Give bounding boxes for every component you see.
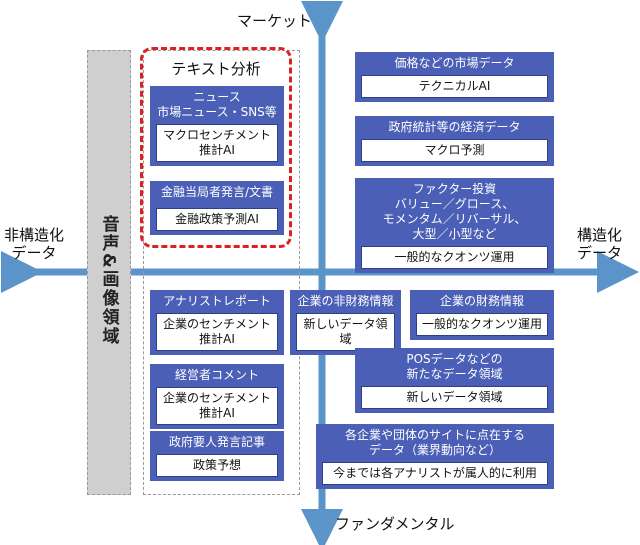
group-title: POSデータなどの 新たなデータ領域 xyxy=(406,352,503,381)
group-scattered-web-data: 各企業や団体のサイトに点在する データ（業界動向など） 今までは各アナリストが属… xyxy=(316,424,554,489)
group-title: 政府要人発言記事 xyxy=(168,435,265,449)
group-title: 企業の非財務情報 xyxy=(297,294,394,308)
text-analysis-highlight xyxy=(140,47,292,248)
audio-image-column xyxy=(87,50,131,495)
text-column xyxy=(143,50,300,495)
text-analysis-title: テキスト分析 xyxy=(171,60,261,78)
group-title: ファクター投資 バリュー／グロース、 モメンタム／リバーサル、 大型／小型など xyxy=(382,182,527,241)
group-title: 価格などの市場データ xyxy=(394,56,515,70)
axis-label-fundamental: ファンダメンタル xyxy=(335,515,455,533)
group-news: ニュース 市場ニュース・SNS等 マクロセンチメント 推計AI xyxy=(150,86,284,166)
group-title: 各企業や団体のサイトに点在する データ（業界動向など） xyxy=(344,428,525,457)
axis-label-structured: 構造化 データ xyxy=(577,226,623,262)
group-title: アナリストレポート xyxy=(163,294,271,308)
group-analyst-report: アナリストレポート 企業のセンチメント 推計AI xyxy=(150,290,284,355)
group-item: マクロ予測 xyxy=(361,139,548,162)
group-market-data: 価格などの市場データ テクニカルAI xyxy=(355,52,554,102)
audio-image-label: 音声&画像領域 xyxy=(98,214,119,346)
group-item: 政策予想 xyxy=(156,454,278,477)
axis-label-unstructured: 非構造化 データ xyxy=(4,226,65,262)
group-title: 金融当局者発言/文書 xyxy=(160,185,274,199)
group-item: 企業のセンチメント 推計AI xyxy=(156,313,278,351)
group-item: 一般的なクオンツ運用 xyxy=(416,313,548,336)
group-title: 経営者コメント xyxy=(174,368,259,382)
group-title: 企業の財務情報 xyxy=(439,294,524,308)
group-title: 政府統計等の経済データ xyxy=(388,120,521,134)
group-management-comment: 経営者コメント 企業のセンチメント 推計AI xyxy=(150,364,284,429)
group-item: 金融政策予測AI xyxy=(156,208,278,231)
group-item: 新しいデータ領域 xyxy=(361,386,548,409)
group-factor-investing: ファクター投資 バリュー／グロース、 モメンタム／リバーサル、 大型／小型など … xyxy=(355,178,554,273)
group-title: ニュース 市場ニュース・SNS等 xyxy=(157,90,277,119)
group-pos-data: POSデータなどの 新たなデータ領域 新しいデータ領域 xyxy=(355,348,554,413)
group-item: 今までは各アナリストが属人的に利用 xyxy=(322,462,548,485)
axis-label-market: マーケット xyxy=(237,12,313,30)
group-financial-info: 企業の財務情報 一般的なクオンツ運用 xyxy=(410,290,554,340)
group-item: マクロセンチメント 推計AI xyxy=(156,124,278,162)
group-item: 一般的なクオンツ運用 xyxy=(361,246,548,269)
group-item: 新しいデータ領域 xyxy=(296,313,395,351)
group-item: テクニカルAI xyxy=(361,75,548,98)
group-financial-authorities: 金融当局者発言/文書 金融政策予測AI xyxy=(150,181,284,235)
group-economic-data: 政府統計等の経済データ マクロ予測 xyxy=(355,116,554,166)
group-nonfinancial-info: 企業の非財務情報 新しいデータ領域 xyxy=(290,290,401,355)
group-item: 企業のセンチメント 推計AI xyxy=(156,387,278,425)
group-government-officials: 政府要人発言記事 政策予想 xyxy=(150,431,284,481)
